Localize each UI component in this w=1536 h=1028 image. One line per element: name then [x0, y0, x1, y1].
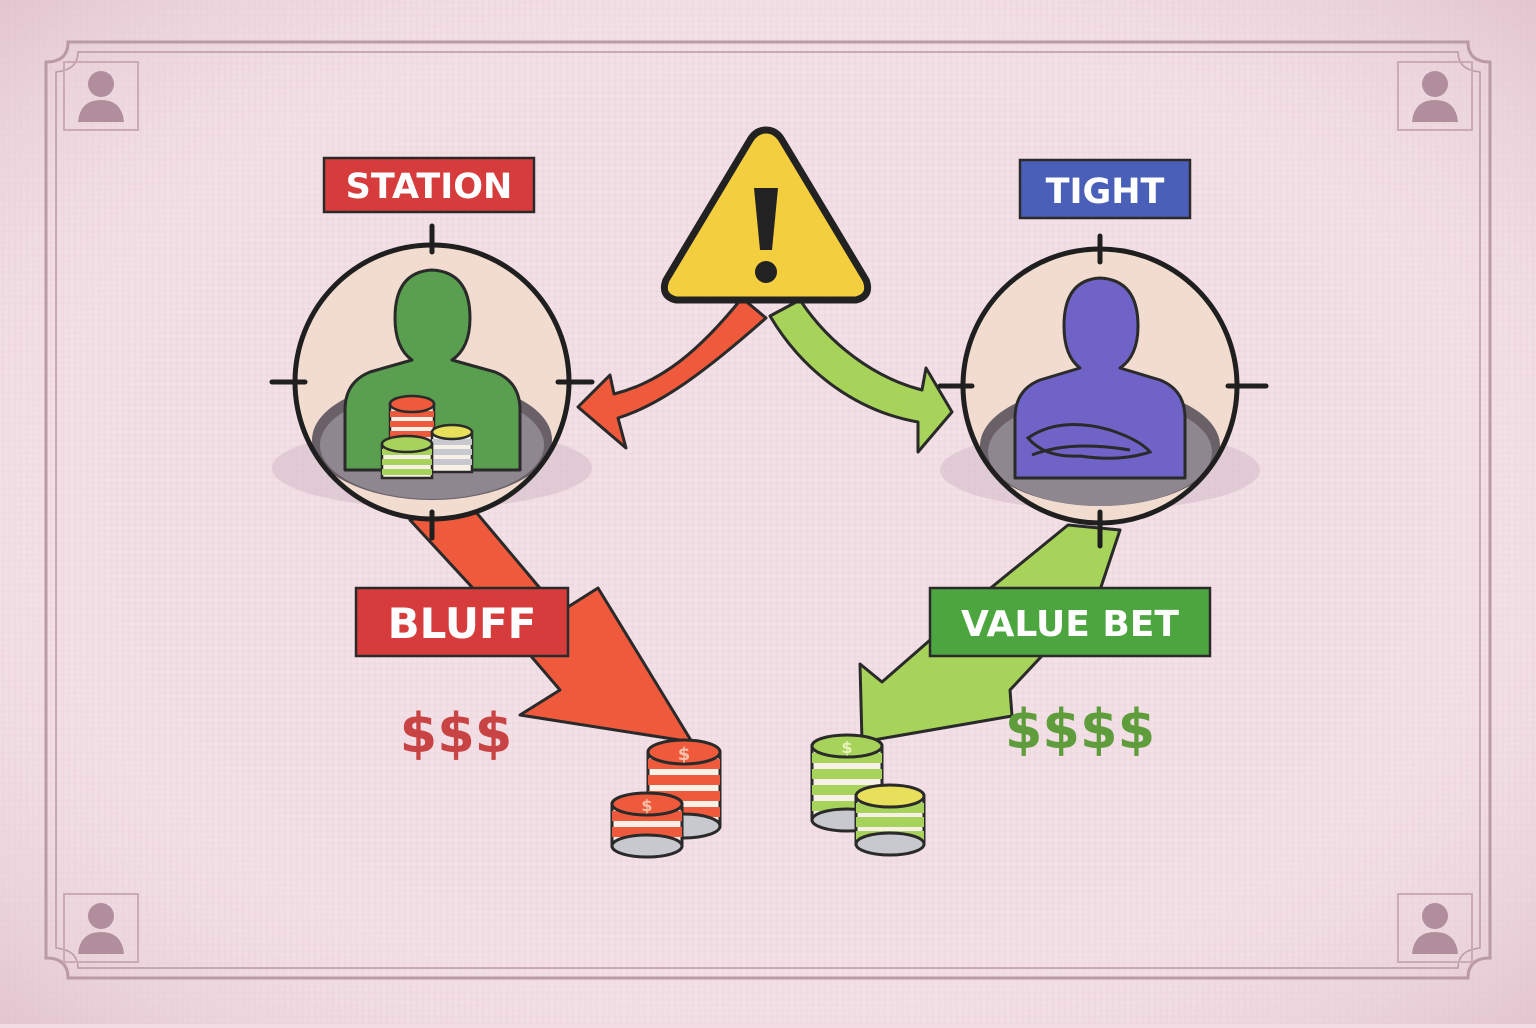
tight-label: TIGHT — [1018, 158, 1192, 220]
svg-text:$: $ — [641, 796, 652, 815]
svg-text:VALUE BET: VALUE BET — [961, 604, 1179, 645]
svg-text:$: $ — [678, 744, 691, 765]
svg-text:$: $ — [841, 738, 852, 757]
corner-player-icon-top-right — [1397, 61, 1473, 131]
corner-player-icon-top-left — [63, 61, 139, 131]
value-payout: $$$$ — [1005, 698, 1155, 761]
svg-text:STATION: STATION — [346, 167, 513, 207]
station-chip-stack — [380, 394, 474, 480]
bluff-label: BLUFF — [354, 586, 570, 658]
svg-text:BLUFF: BLUFF — [388, 599, 537, 648]
svg-text:TIGHT: TIGHT — [1046, 172, 1165, 212]
bluff-payout: $$$ — [400, 702, 513, 765]
corner-player-icon-bottom-left — [63, 893, 139, 963]
tight-target — [937, 233, 1269, 549]
station-target — [269, 223, 595, 541]
arrow-warning-to-station — [576, 296, 768, 450]
tight-player-icon — [1013, 276, 1187, 480]
value-bet-label: VALUE BET — [928, 586, 1212, 658]
warning-icon — [660, 126, 872, 304]
poker-chip-stack-icon: $ $ — [610, 738, 722, 859]
poker-chip-stack-icon: $ — [810, 733, 926, 857]
crosshair-target-icon — [269, 223, 595, 541]
station-label: STATION — [322, 156, 536, 214]
arrow-warning-to-tight — [768, 298, 954, 454]
crosshair-target-icon — [937, 233, 1269, 549]
corner-player-icon-bottom-right — [1397, 893, 1473, 963]
